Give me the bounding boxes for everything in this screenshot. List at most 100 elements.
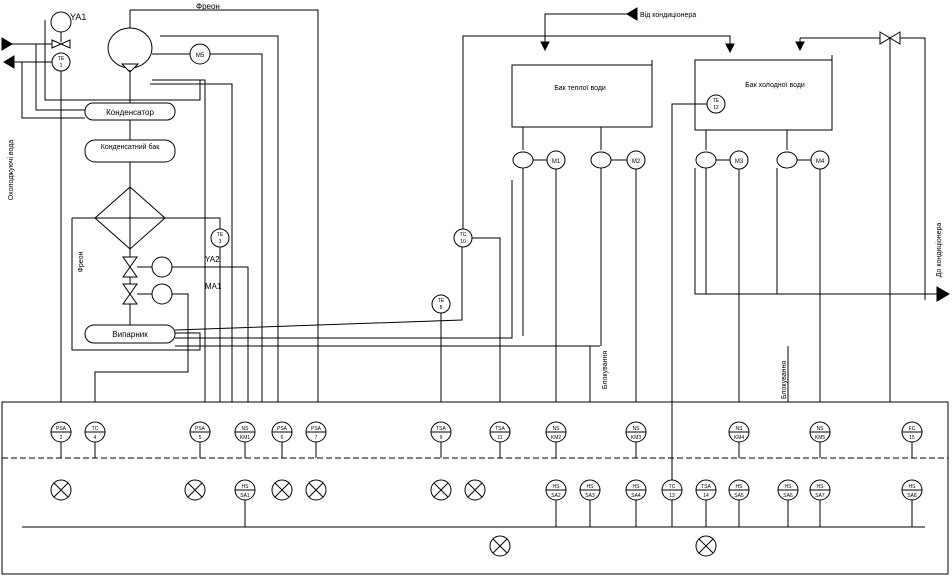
outlet-arrow-icon [3, 55, 15, 69]
panel-switch-1: HS SA1 [234, 479, 256, 501]
separator-vessel [107, 27, 153, 69]
panel-switch-10-tag: HS [909, 484, 917, 490]
warm-tank-label: Бак теплої води [554, 85, 606, 92]
inlet-arrow-icon [1, 37, 13, 51]
panel-instrument-12-num: KM5 [815, 435, 826, 441]
panel-instrument-7: TSA 9 [430, 421, 452, 443]
warm-inlet-arrow-icon [540, 41, 550, 52]
te8-tag: TE [438, 298, 445, 304]
panel-instrument-3: PSA 5 [189, 421, 211, 443]
panel-instrument-13: FC 15 [901, 421, 923, 443]
panel-switch-9-tag: HS [817, 484, 825, 490]
panel-instrument-11-tag: NS [736, 426, 744, 432]
m1-label: M1 [552, 159, 561, 165]
panel-switch-7: HS SA5 [728, 479, 750, 501]
panel-instrument-12-tag: NS [817, 426, 825, 432]
panel-instrument-9-tag: NS [553, 426, 561, 432]
te12-num: 12 [713, 105, 719, 111]
ya1-label: YA1 [70, 12, 86, 22]
evaporator-box [84, 324, 176, 344]
panel-instrument-5-tag: PSA [277, 426, 288, 432]
panel-switch-7-tag: HS [736, 484, 744, 490]
panel-instrument-6: PSA 7 [305, 421, 327, 443]
panel-switch-4-num: SA4 [631, 493, 641, 499]
panel-switch-3-num: SA3 [585, 493, 595, 499]
panel-instrument-4-tag: NS [242, 426, 250, 432]
panel-instrument-3-num: 5 [199, 435, 202, 441]
to-conditioner-label: До кондиціонера [935, 223, 943, 278]
panel-instrument-11: NS KM4 [728, 421, 750, 443]
m3-label: M3 [735, 159, 744, 165]
panel-instrument-7-num: 9 [440, 435, 443, 441]
m5-label: M5 [196, 53, 205, 59]
panel-instrument-13-num: 15 [909, 435, 915, 441]
condensate-tank-label: Конденсатний бак [101, 143, 160, 151]
signal-lamp-icon [184, 479, 206, 501]
panel-instrument-8-tag: TSA [495, 426, 505, 432]
signal-lamp-icon [464, 479, 486, 501]
panel-instrument-3-tag: PSA [195, 426, 206, 432]
panel-switch-4: HS SA4 [625, 479, 647, 501]
panel-switch-10-num: SA8 [907, 493, 917, 499]
panel-instrument-2-tag: TC [92, 426, 99, 432]
ya2-label: YA2 [205, 255, 220, 264]
pump-m4-group: M4 [776, 130, 830, 170]
panel-instrument-10-tag: NS [633, 426, 641, 432]
signal-lamp-icon [271, 479, 293, 501]
panel-switch-9: HS SA7 [809, 479, 831, 501]
panel-switch-6-tag: TSA [701, 484, 711, 490]
panel-switch-1-tag: HS [242, 484, 250, 490]
warm-to-cold-arrow-icon [725, 43, 735, 54]
panel-instrument-4: NS KM1 [234, 421, 256, 443]
cold-return-valve-icon [879, 31, 891, 45]
panel-switch-4-tag: HS [633, 484, 641, 490]
panel-instrument-10-num: KM3 [631, 435, 642, 441]
panel-instrument-6-tag: PSA [311, 426, 322, 432]
panel-switch-9-num: SA7 [815, 493, 825, 499]
te3-tag: TE [217, 232, 224, 238]
tc10-num: 10 [460, 239, 466, 245]
panel-instrument-1: PSA 2 [50, 421, 72, 443]
panel-instrument-13-tag: FC [909, 426, 916, 432]
te1-tag: TE [58, 56, 65, 62]
panel-switch-6-num: 14 [703, 493, 709, 499]
panel-instrument-1-tag: PSA [56, 426, 67, 432]
panel-instrument-6-num: 7 [315, 435, 318, 441]
te1-num: 1 [60, 63, 63, 69]
tc10-tag: TC [460, 232, 467, 238]
valve-ya2: YA2 [122, 255, 220, 278]
cooling-water-label: Охолоджуючі вода [7, 140, 15, 200]
pump-m2-group: M2 [590, 127, 646, 170]
condenser-label: Конденсатор [106, 108, 154, 117]
blocking-label-1: Блокування [602, 351, 609, 389]
panel-instrument-4-num: KM1 [240, 435, 251, 441]
panel-switch-7-num: SA5 [734, 493, 744, 499]
freon-side-label: Фреон [78, 251, 85, 272]
panel-instrument-2: TC 4 [84, 421, 106, 443]
ma1-label: MA1 [205, 282, 222, 291]
cold-tank-label: Бак холодної води [745, 82, 805, 89]
panel-instrument-11-num: KM4 [734, 435, 745, 441]
panel-instrument-2-num: 4 [94, 435, 97, 441]
to-conditioner-arrow-icon [936, 286, 950, 302]
te8-num: 8 [440, 305, 443, 311]
te3-num: 3 [219, 239, 222, 245]
pump-m3-group: M3 [695, 130, 749, 170]
panel-instrument-1-num: 2 [60, 435, 63, 441]
separator-drain-icon [120, 63, 140, 73]
from-conditioner-arrow-icon [626, 7, 638, 21]
panel-instrument-12: NS KM5 [809, 421, 831, 443]
panel-instrument-9-num: KM2 [551, 435, 562, 441]
panel-switch-8-num: SA6 [783, 493, 793, 499]
m2-label: M2 [632, 159, 641, 165]
pump-m1-group: M1 [512, 127, 566, 170]
panel-switch-1-num: SA1 [240, 493, 250, 499]
panel-switch-2-tag: HS [553, 484, 561, 490]
freon-top-label: Фреон [196, 2, 220, 11]
panel-switch-5-num: 13 [669, 493, 675, 499]
panel-instrument-7-tag: TSA [436, 426, 446, 432]
